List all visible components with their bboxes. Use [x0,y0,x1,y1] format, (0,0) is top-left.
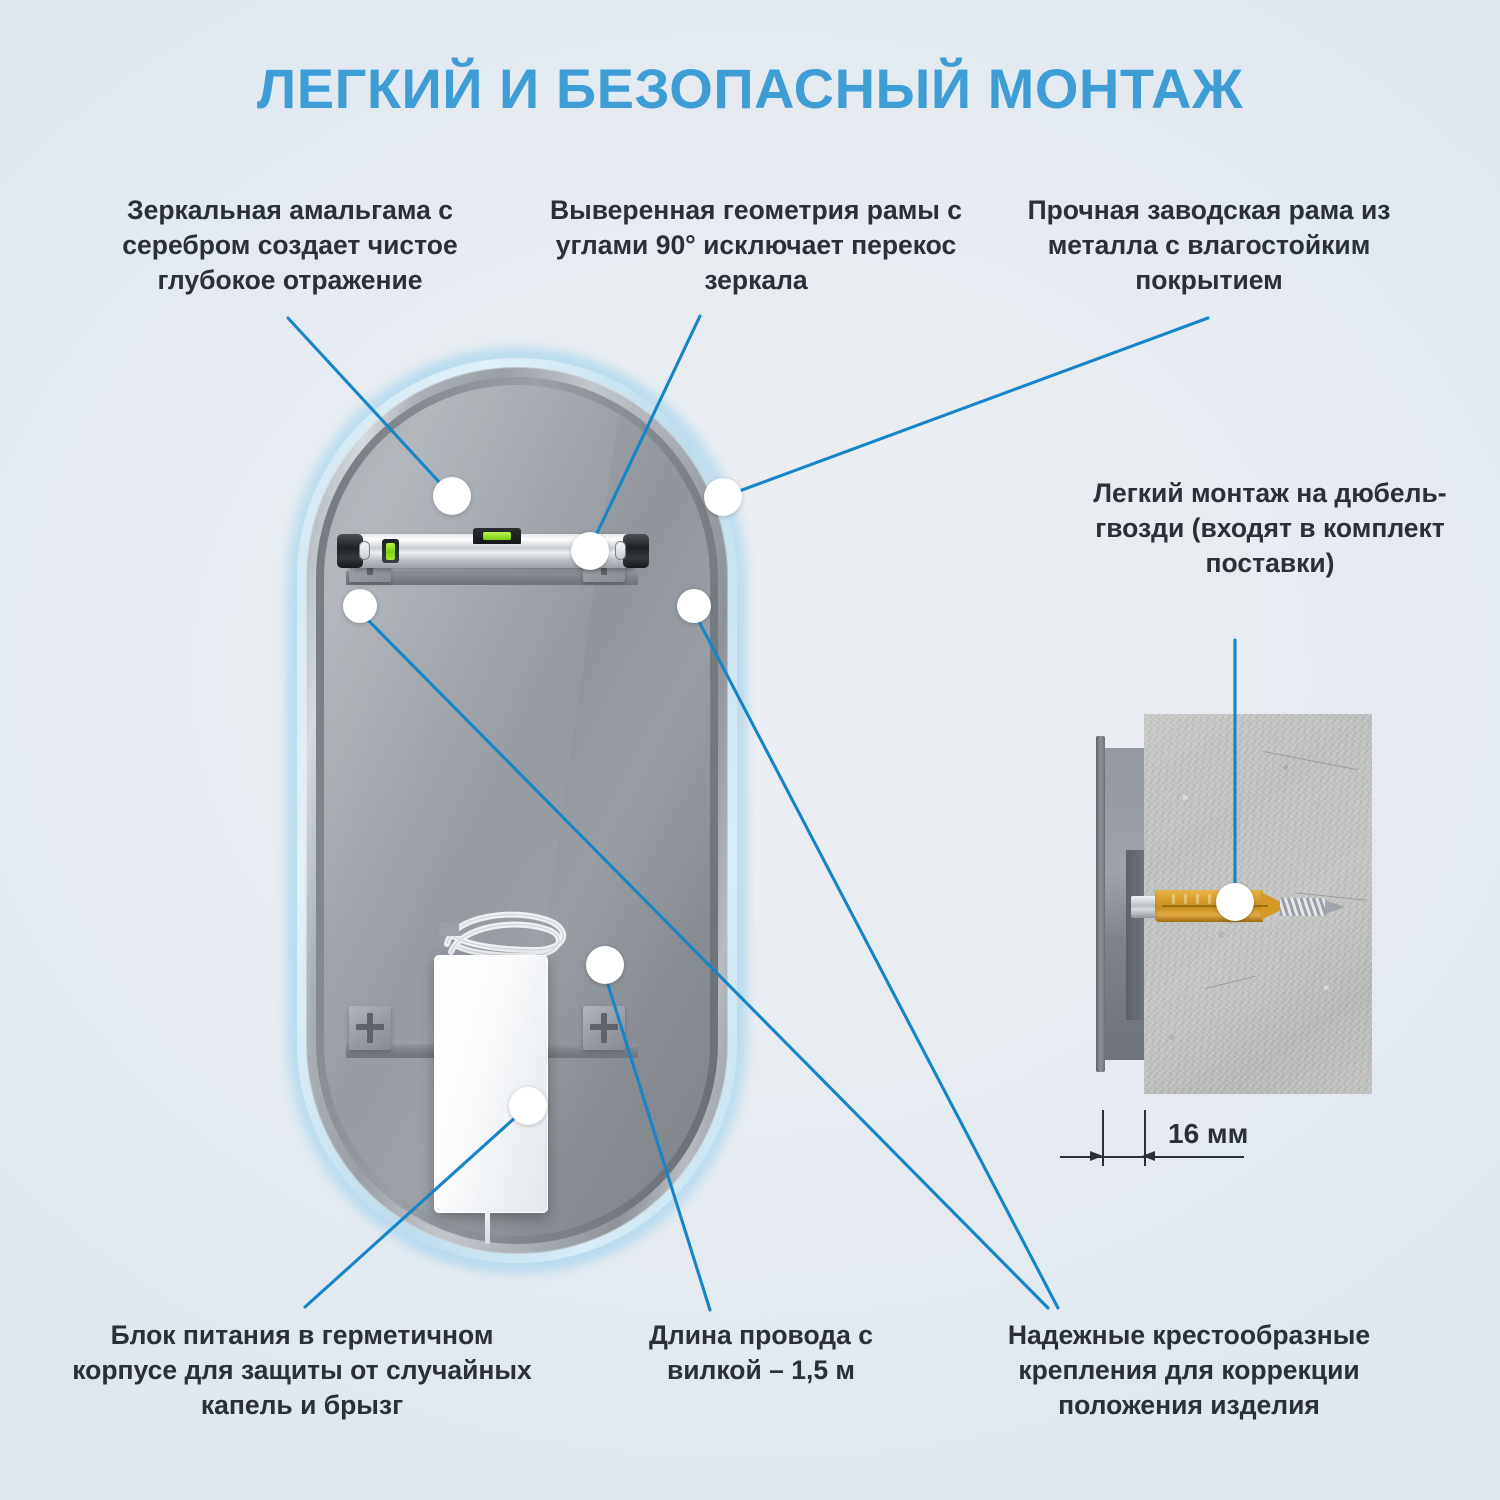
spirit-level-end-cap-right [623,534,649,568]
dimension-label: 16 мм [1168,1118,1249,1149]
dimension-arrow-left [1090,1151,1103,1161]
callout-dot-geometry[interactable] [571,532,609,570]
dowel-anchor-rib [1208,894,1211,904]
wall-mount-detail [1096,714,1372,1106]
screw-tip [1325,900,1345,914]
callout-dot-frame[interactable] [704,478,742,516]
callout-dot-amalgam[interactable] [433,477,471,515]
callout-label-frame: Прочная заводская рама из металла с влаг… [1027,195,1391,296]
power-supply-icon [434,955,548,1213]
dowel-anchor-rib [1196,894,1199,904]
spirit-level-hand-hole-left [359,541,370,560]
callout-dot-cross-left[interactable] [343,589,377,623]
cross-horizontal-bar [590,1024,618,1030]
dowel-anchor-head [1131,896,1157,918]
cross-bracket-icon [583,1006,625,1050]
callout-label-amalgam: Зеркальная амальгама с серебром создает … [122,195,458,296]
dowel-anchor-rib [1184,894,1187,904]
dowel-anchor-seam [1162,905,1268,907]
callout-label-dowel: Легкий монтаж на дюбель-гвозди (входят в… [1093,478,1447,579]
callout-dot-cable[interactable] [586,946,624,984]
spirit-level-vial-center [473,528,521,544]
cross-bracket-icon [349,1006,391,1050]
cross-horizontal-bar [356,1024,384,1030]
spirit-level-vial-left [382,539,399,563]
spirit-level-end-cap-left [337,534,363,568]
power-supply-output-cable [485,1210,490,1244]
callout-dot-dowel[interactable] [1216,883,1254,921]
mirror-edge-profile-outer [1096,736,1105,1072]
callout-label-psu: Блок питания в герметичном корпусе для з… [72,1320,532,1421]
dimension-extension-line [1102,1110,1104,1166]
dowel-anchor-rib [1172,894,1175,904]
page-title: ЛЕГКИЙ И БЕЗОПАСНЫЙ МОНТАЖ [256,57,1244,120]
wall-crack [1262,750,1358,771]
callout-dot-psu[interactable] [509,1087,547,1125]
mounting-rail-top [346,571,638,585]
wall-crack [1204,975,1256,990]
mirror-edge-profile-shadow [1126,850,1144,1020]
callout-label-cross: Надежные крестообразные крепления для ко… [1007,1320,1371,1421]
spirit-level-hand-hole-right [615,541,626,560]
dimension-extension-line [1144,1110,1146,1166]
dimension-arrow-right [1142,1151,1155,1161]
callout-label-geometry: Выверенная геометрия рамы с углами 90° и… [549,195,963,296]
screw-thread [1280,898,1326,916]
callout-dot-cross-right[interactable] [677,589,711,623]
callout-label-cable: Длина провода с вилкой – 1,5 м [649,1320,873,1386]
mirror-assembly [287,348,747,1273]
dimension-16mm: 16 мм [1060,1108,1396,1204]
